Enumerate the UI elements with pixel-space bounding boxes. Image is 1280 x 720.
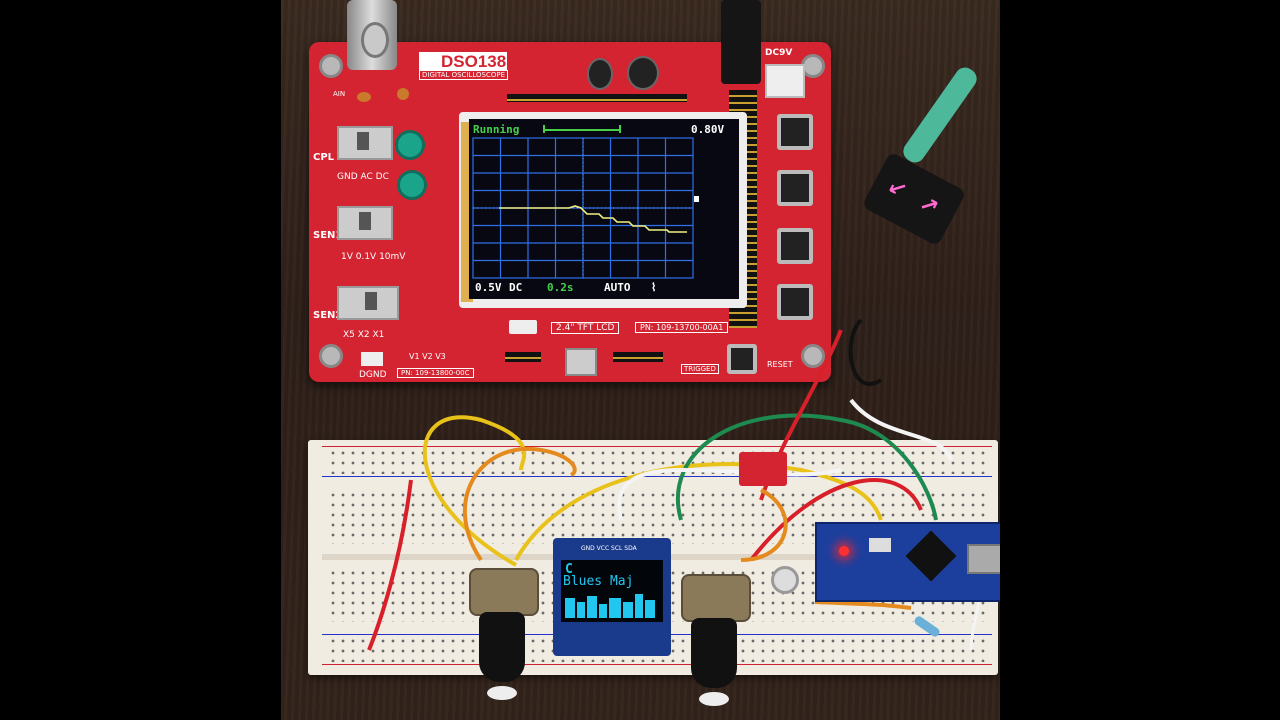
oled-scale-text: Blues Maj — [563, 574, 634, 589]
reset-button[interactable] — [727, 344, 757, 374]
trigger-position-bar-end — [543, 125, 545, 133]
pin-header — [507, 94, 687, 102]
wire-red — [367, 479, 413, 651]
pin-header-small — [509, 320, 537, 334]
volts-div: 0.5V — [475, 281, 502, 294]
wire-yellow — [422, 415, 527, 567]
wire-orange — [814, 600, 912, 610]
lcd-screen: Running 0.80V — [469, 119, 739, 299]
rail-line-red — [322, 446, 992, 447]
potentiometer-knob-left[interactable] — [479, 612, 525, 682]
button-minus[interactable] — [777, 228, 813, 264]
jumper-wires — [367, 318, 993, 651]
oled-bars — [565, 594, 655, 618]
trigger-mode: AUTO — [604, 281, 631, 294]
mount-hole — [801, 344, 825, 368]
wire-black — [848, 318, 883, 386]
usb-connector — [565, 348, 597, 376]
trim-capacitor[interactable] — [397, 170, 427, 200]
knob-cap — [487, 686, 517, 700]
brand-subtitle: DIGITAL OSCILLOSCOPE — [419, 70, 509, 80]
capacitor — [397, 88, 409, 100]
photo-scene: DSO138 DIGITAL OSCILLOSCOPE AIN DC9V CPL… — [281, 0, 1000, 720]
dgnd-header — [361, 352, 383, 366]
trigger-edge: ⌇ — [651, 281, 657, 294]
wire-white — [617, 467, 842, 521]
button-ok[interactable] — [777, 284, 813, 320]
bnc-socket — [361, 22, 389, 58]
electrolytic-capacitor — [627, 56, 659, 90]
rail-line-red — [322, 664, 992, 665]
dc9v-label: DC9V — [765, 48, 793, 58]
knob-cap — [699, 692, 729, 706]
button-sel[interactable] — [777, 114, 813, 150]
potentiometer-left — [469, 568, 539, 616]
sensitivity-switch-1-lever[interactable] — [359, 212, 371, 230]
rail-line-blue — [322, 476, 992, 477]
ain-label: AIN — [333, 90, 346, 98]
time-div: 0.2s — [547, 281, 574, 294]
status-text: Running — [473, 123, 520, 136]
trim-capacitor[interactable] — [395, 130, 425, 160]
serial-header — [505, 352, 541, 362]
reset-button-nano[interactable] — [869, 538, 891, 552]
dgnd-label: DGND — [359, 370, 387, 380]
board-part-number: PN: 109-13800-00C — [397, 368, 474, 378]
breakout-module — [739, 452, 787, 486]
trigger-marker — [694, 196, 699, 202]
mount-hole — [319, 54, 343, 78]
sen2-label: SEN2 — [313, 310, 343, 321]
wire-orange — [462, 446, 577, 562]
trigger-level: 0.80V — [691, 123, 725, 136]
sen1-values: 1V 0.1V 10mV — [341, 252, 406, 262]
button-plus[interactable] — [777, 170, 813, 206]
sensitivity-switch-2-lever[interactable] — [365, 292, 377, 310]
oscilloscope-board: DSO138 DIGITAL OSCILLOSCOPE AIN DC9V CPL… — [309, 0, 831, 382]
sen2-values: X5 X2 X1 — [343, 330, 385, 340]
capacitor — [357, 92, 371, 102]
wire-red — [749, 478, 923, 562]
coupling-labels: GND AC DC — [337, 172, 389, 182]
cpl-label: CPL — [313, 152, 335, 163]
oled-key-text: C — [565, 562, 573, 577]
power-connector — [765, 64, 805, 98]
coupling-switch-lever[interactable] — [357, 132, 369, 150]
sen1-label: SEN1 — [313, 230, 343, 241]
arduino-nano — [815, 522, 1000, 602]
swd-header — [613, 352, 663, 362]
lcd-label: 2.4" TFT LCD — [551, 322, 620, 334]
dc-power-jack — [721, 0, 761, 84]
mount-hole — [319, 344, 343, 368]
trigger-position-bar — [545, 129, 621, 131]
triggered-label: TRIGGED — [681, 364, 719, 374]
trigger-position-bar-end — [619, 125, 621, 133]
tactile-button[interactable] — [771, 566, 799, 594]
wire-green — [675, 413, 938, 521]
voltage-test-labels: V1 V2 V3 — [409, 352, 446, 361]
waveform-trace — [499, 205, 687, 233]
coupling-mode: DC — [509, 281, 523, 294]
brand-title: DSO138 — [441, 52, 507, 71]
usb-port — [967, 544, 1000, 574]
microcontroller-chip — [905, 530, 957, 582]
wire-orange — [740, 488, 788, 562]
oled-screen: C Blues Maj — [561, 560, 663, 622]
reset-label: RESET — [767, 360, 793, 369]
potentiometer-right — [681, 574, 751, 622]
waveform-graticule — [472, 137, 699, 279]
oled-pin-labels: GND VCC SCL SDA — [581, 545, 637, 552]
potentiometer-knob-right[interactable] — [691, 618, 737, 688]
electrolytic-capacitor — [587, 58, 613, 90]
lcd-part-number: PN: 109-13700-00A1 — [635, 322, 729, 333]
power-led — [839, 546, 849, 556]
wire-white — [849, 398, 953, 461]
